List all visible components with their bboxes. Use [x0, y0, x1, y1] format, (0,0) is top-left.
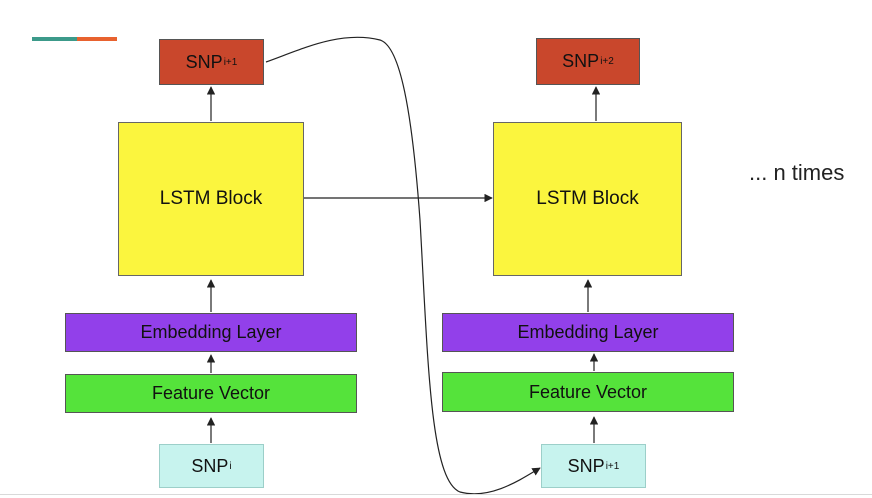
lstm-block-2: LSTM Block — [493, 122, 682, 276]
feature-vector-label-2: Feature Vector — [528, 381, 648, 402]
accent-bar-teal — [32, 37, 77, 41]
snp-output-label-2: SNP — [562, 51, 600, 71]
feature-vector-1: Feature Vector — [65, 374, 357, 413]
accent-bar-orange — [77, 37, 117, 41]
feedback-curve — [265, 36, 541, 495]
lstm-block-label-1: LSTM Block — [159, 188, 263, 209]
feature-vector-2: Feature Vector — [442, 372, 734, 412]
snp-output-label-1: SNP — [185, 51, 223, 72]
snp-input-subscript-2: i+1 — [605, 460, 620, 472]
bottom-divider — [0, 494, 872, 495]
snp-output-subscript-1: i+1 — [223, 56, 238, 68]
lstm-block-label-2: LSTM Block — [536, 188, 639, 209]
snp-input-label-1: SNP — [191, 455, 229, 476]
snp-input-label-2: SNP — [567, 455, 605, 476]
snp-input-subscript-1: i — [229, 460, 232, 472]
embedding-layer-2: Embedding Layer — [442, 313, 734, 352]
repeat-label: ... n times — [749, 160, 845, 185]
embedding-layer-label-1: Embedding Layer — [140, 322, 282, 342]
feature-vector-label-1: Feature Vector — [151, 383, 271, 403]
lstm-block-1: LSTM Block — [118, 122, 304, 276]
snp-output-subscript-2: i+2 — [600, 56, 614, 67]
embedding-layer-1: Embedding Layer — [65, 313, 357, 352]
embedding-layer-label-2: Embedding Layer — [517, 322, 659, 342]
